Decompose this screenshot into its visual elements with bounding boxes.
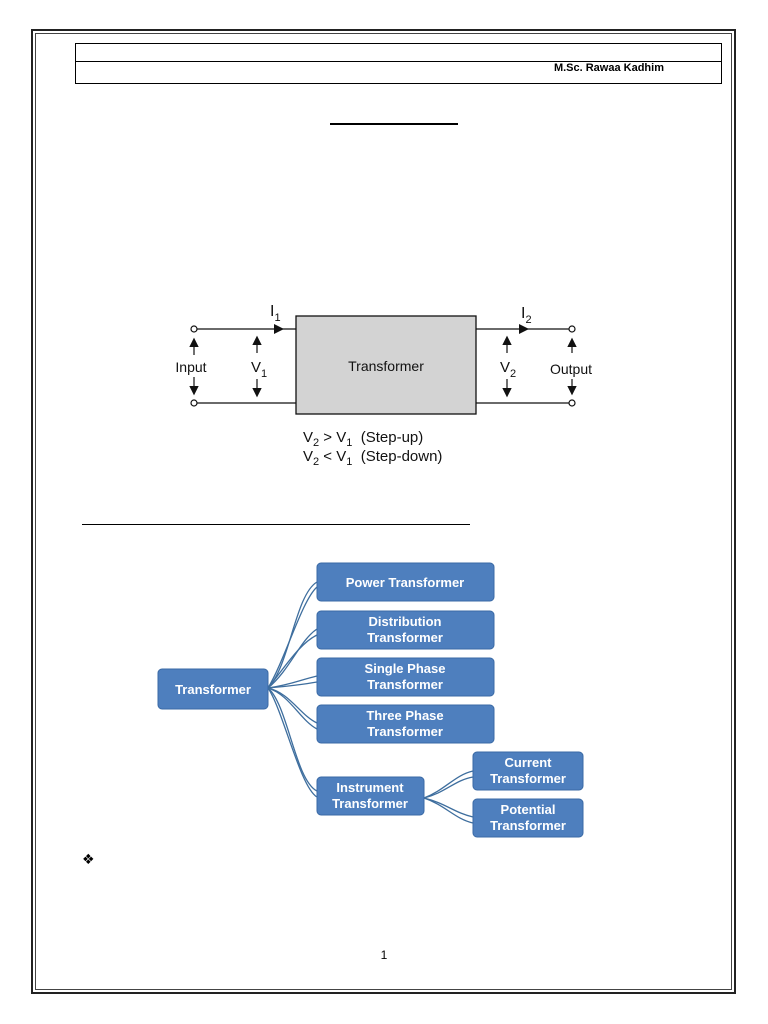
tree-root-node: Transformer (157, 668, 269, 710)
voltage-in-label: V1 (251, 359, 267, 380)
edge-root-three-phase-2 (267, 687, 318, 730)
tree-node-distribution-transformer: Distribution Transformer (316, 610, 495, 650)
tree-node-power-transformer: Power Transformer (316, 562, 495, 602)
page-border-inner (35, 33, 732, 990)
header-row-blank (76, 44, 721, 62)
tree-node-current-transformer: Current Transformer (472, 751, 584, 791)
svg-text:Transformer: Transformer (367, 724, 443, 739)
current-out-arrow (519, 324, 529, 334)
transformer-box (295, 315, 477, 415)
output-terminal-bottom (568, 399, 576, 407)
tree-node-instrument-transformer: Instrument Transformer (316, 776, 425, 816)
svg-text:Single Phase: Single Phase (365, 661, 446, 676)
svg-text:Transformer: Transformer (332, 796, 408, 811)
svg-text:Three Phase: Three Phase (366, 708, 443, 723)
tree-node-single-phase-transformer: Single Phase Transformer (316, 657, 495, 697)
svg-text:Transformer: Transformer (175, 682, 251, 697)
input-terminal-bottom (190, 399, 198, 407)
tree-node-potential-transformer: Potential Transformer (472, 798, 584, 838)
page-number: 1 (380, 948, 388, 962)
svg-text:Potential: Potential (501, 802, 556, 817)
diamond-bullet-icon: ❖ (82, 852, 95, 868)
current-in-label: I1 (270, 303, 281, 324)
transformer-circuit-diagram: Transformer Input Output I1 I2 V1 V2 V2 … (175, 303, 592, 468)
edge-root-power-2 (267, 586, 318, 689)
edge-root-distribution (267, 628, 318, 689)
edge-instrument-current (423, 770, 474, 799)
svg-text:Transformer: Transformer (490, 771, 566, 786)
step-down-condition: V2 < V1 (Step-down) (303, 448, 442, 468)
svg-text:Distribution: Distribution (369, 614, 442, 629)
transformer-box-label: Transformer (348, 358, 424, 374)
step-up-condition: V2 > V1 (Step-up) (303, 429, 423, 449)
output-terminal-top (568, 325, 576, 333)
input-terminal-top (190, 325, 198, 333)
svg-text:Power Transformer: Power Transformer (346, 575, 465, 590)
svg-text:Transformer: Transformer (490, 818, 566, 833)
current-in-arrow (274, 324, 284, 334)
svg-text:Current: Current (505, 755, 553, 770)
edge-instrument-potential-2 (423, 797, 474, 824)
edge-root-instrument (267, 687, 318, 792)
title-underline (330, 123, 458, 125)
svg-text:Transformer: Transformer (367, 677, 443, 692)
header-author: M.Sc. Rawaa Kadhim (553, 62, 664, 74)
svg-text:Instrument: Instrument (336, 780, 404, 795)
svg-text:Transformer: Transformer (367, 630, 443, 645)
edge-root-single-phase-2 (267, 681, 318, 689)
edge-root-instrument-2 (267, 687, 318, 798)
edge-root-distribution-2 (267, 634, 318, 689)
tree-node-three-phase-transformer: Three Phase Transformer (316, 704, 495, 744)
section-underline (82, 524, 470, 525)
current-out-label: I2 (521, 305, 532, 326)
transformer-classification-tree: Transformer Power Transformer Distributi… (157, 562, 584, 838)
edge-instrument-current-2 (423, 776, 474, 799)
input-label: Input (175, 359, 206, 375)
output-label: Output (550, 361, 592, 377)
page-border-outer (31, 29, 736, 994)
header-table: M.Sc. Rawaa Kadhim (75, 43, 722, 84)
voltage-out-label: V2 (500, 359, 516, 380)
